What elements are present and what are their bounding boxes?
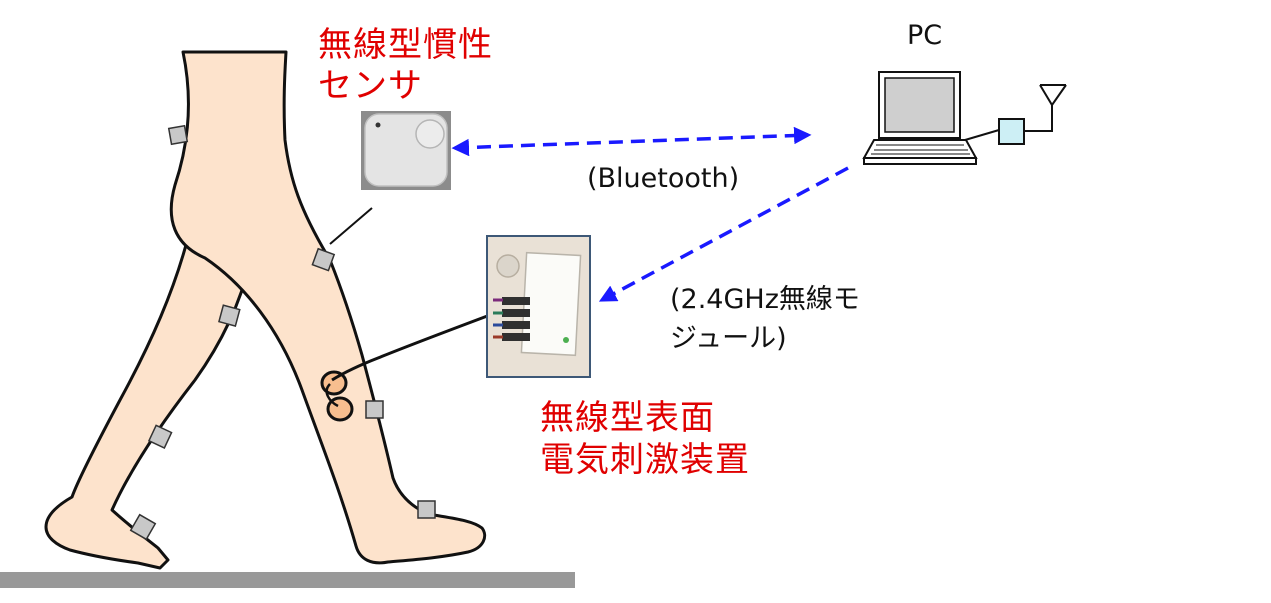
antenna-icon: [1024, 84, 1067, 132]
marker-thigh: [167, 124, 189, 146]
laptop-icon: [862, 71, 978, 165]
stimulator-cable: [331, 313, 491, 382]
module-label-line2: ジュール): [670, 323, 787, 354]
stimulator-label-line1: 無線型表面: [540, 398, 715, 438]
marker-foot-back: [129, 513, 157, 541]
sensor-leader-line: [329, 207, 373, 245]
sensor-label-line1: 無線型慣性: [318, 25, 493, 65]
radio-module: [998, 118, 1025, 145]
module-cable: [964, 129, 1000, 141]
stimulator-device: [486, 235, 591, 378]
marker-knee-front: [311, 247, 336, 272]
inertial-sensor-device: [361, 111, 451, 190]
sensor-label-line2: センサ: [318, 66, 423, 106]
marker-shank-front: [365, 400, 384, 419]
marker-knee-back: [218, 304, 241, 327]
module-link-arrow: [598, 166, 849, 302]
floor: [0, 572, 575, 588]
marker-shank-back: [147, 424, 173, 449]
bluetooth-label: (Bluetooth): [587, 163, 740, 194]
stimulator-label-line2: 電気刺激装置: [540, 440, 750, 480]
bluetooth-link-arrow: [451, 126, 812, 157]
marker-heel-front: [417, 500, 436, 519]
module-label-line1: (2.4GHz無線モ: [670, 284, 860, 315]
pc-label: PC: [907, 20, 943, 51]
back-leg: [44, 228, 252, 570]
electrode-lead: [325, 383, 339, 408]
